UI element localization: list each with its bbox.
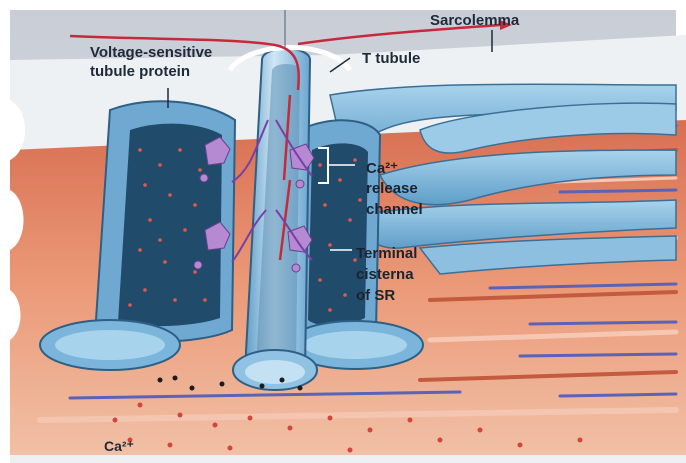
voltage-protein-label-line2: tubule protein xyxy=(90,63,190,81)
release-channel-label-line1: Ca²⁺ xyxy=(366,160,398,178)
terminal-cisterna-label-line1: Terminal xyxy=(356,245,417,263)
terminal-cisterna-label-line3: of SR xyxy=(356,287,395,305)
sarcolemma-label: Sarcolemma xyxy=(430,12,519,30)
calcium-ion-label: Ca²⁺ xyxy=(104,437,134,455)
t-tubule-label: T tubule xyxy=(362,50,420,68)
terminal-cisterna-label-line2: cisterna xyxy=(356,266,414,284)
voltage-protein-label-line1: Voltage-sensitive xyxy=(90,44,212,62)
release-channel-label-line3: channel xyxy=(366,201,423,219)
release-channel-label-line2: release xyxy=(366,180,418,198)
